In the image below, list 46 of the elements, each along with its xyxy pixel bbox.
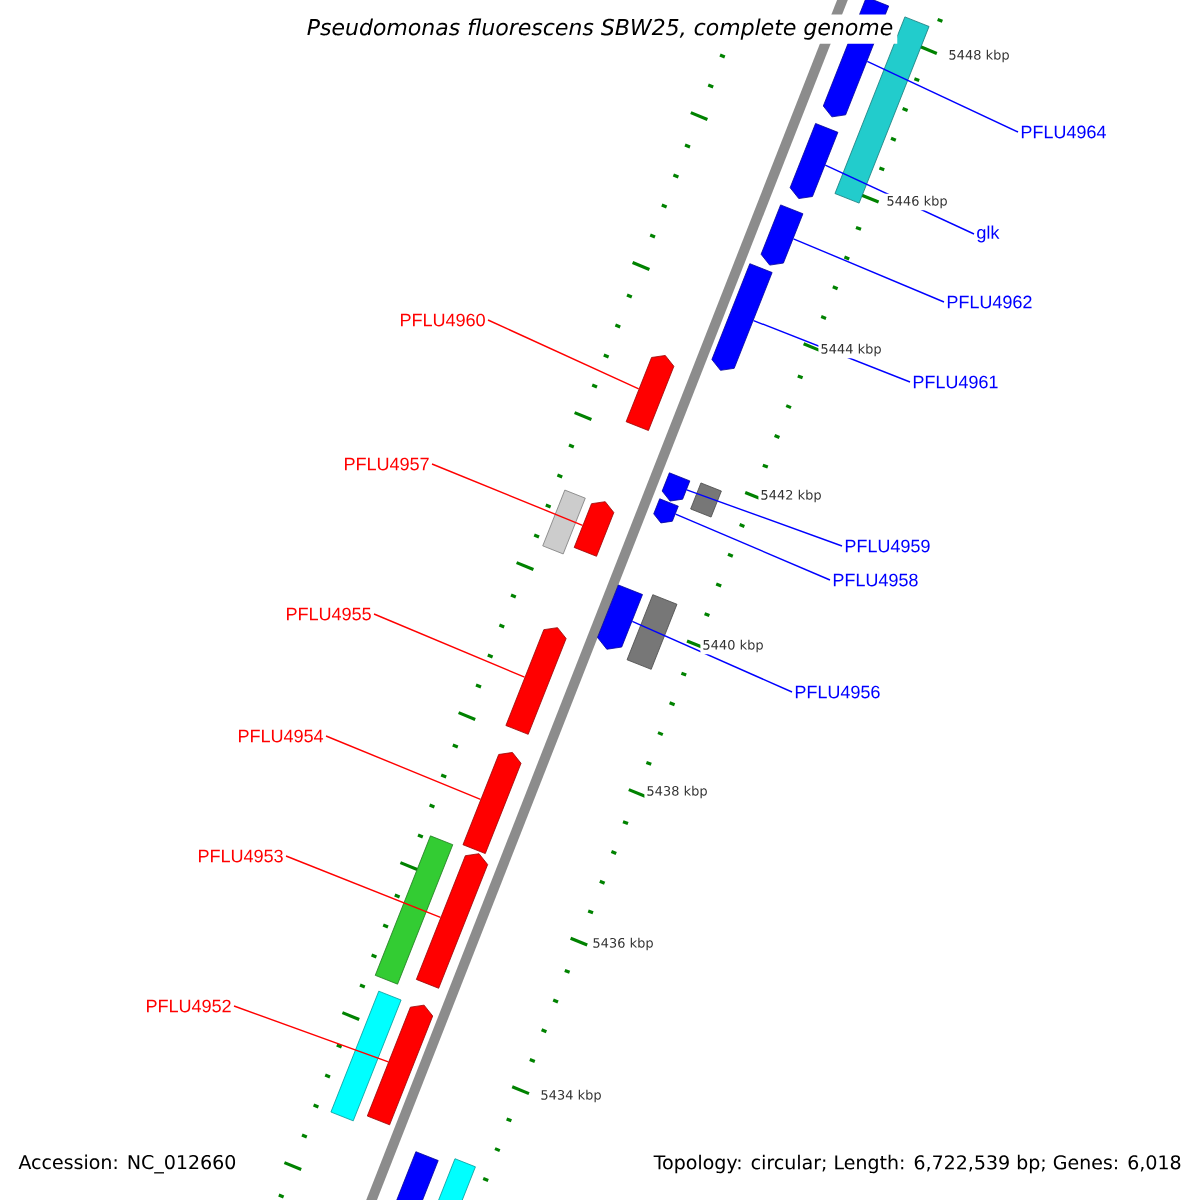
gene-label: PFLU4953 (199, 849, 283, 863)
gene-feature (661, 472, 691, 502)
gene-feature (653, 498, 679, 524)
gene-feature (366, 1004, 434, 1126)
gene-feature (760, 204, 804, 266)
gene-label: PFLU4960 (401, 313, 485, 327)
leader-line (325, 735, 482, 800)
gene-label: PFLU4956 (795, 685, 880, 699)
gene-label: PFLU4964 (1021, 125, 1106, 139)
gene-label: PFLU4954 (239, 729, 324, 743)
footer-text: Topology: circular; Length: 6,722,539 bp; Genes: 6,018 (653, 1154, 1181, 1174)
gene-feature (711, 263, 773, 371)
gene-feature (597, 584, 643, 650)
gene-feature (626, 594, 678, 670)
leader-line (373, 613, 526, 678)
leader-line (792, 238, 945, 303)
title: Pseudomonas fluorescens SBW25, complete genome (302, 14, 898, 44)
gene-label: PFLU4952 (147, 999, 231, 1013)
leader-line (431, 463, 584, 527)
leader-line (631, 620, 793, 693)
gene-feature (462, 752, 522, 854)
gene-feature (625, 355, 675, 431)
gene-feature (542, 489, 586, 555)
gene-feature (393, 1151, 439, 1200)
leader-line (233, 1005, 390, 1063)
gene-feature (690, 482, 722, 518)
gene-feature (573, 501, 615, 557)
gene-feature (374, 835, 454, 985)
gene-feature (436, 1158, 476, 1200)
leader-line (686, 489, 843, 547)
gene-feature (330, 990, 402, 1122)
leader-line (674, 513, 831, 581)
gene-feature (789, 123, 839, 199)
leader-line (866, 60, 1019, 133)
gene-label: PFLU4955 (287, 607, 371, 621)
leader-line (487, 319, 640, 390)
gene-label: PFLU4962 (947, 295, 1032, 309)
gene-label: glk (977, 225, 1000, 243)
gene-feature (505, 627, 567, 735)
leader-line (285, 855, 442, 919)
gene-label: PFLU4958 (833, 573, 918, 587)
gene-label: PFLU4961 (913, 375, 998, 389)
gene-label: PFLU4957 (345, 457, 429, 471)
gene-label: PFLU4959 (845, 539, 930, 553)
footer-text: Accession: NC_012660 (18, 1154, 236, 1174)
gene-feature (415, 853, 489, 989)
